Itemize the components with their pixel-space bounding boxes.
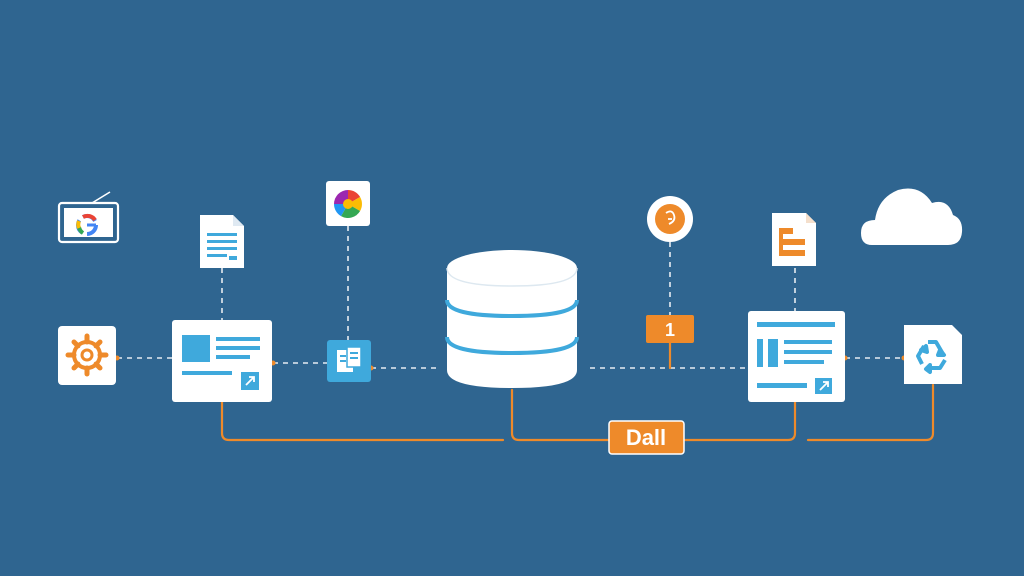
step-number-badge: 1 [646, 315, 694, 343]
gear-icon [58, 326, 116, 385]
step-number-text: 1 [665, 320, 675, 340]
orange-circle-icon [647, 196, 693, 242]
google-monitor-icon [57, 191, 120, 244]
cloud-icon [861, 188, 963, 245]
dashboard-card-icon [172, 320, 272, 402]
database-icon [445, 250, 579, 388]
document-icon [200, 215, 244, 268]
orange-connectors [220, 341, 935, 442]
list-card-icon [748, 311, 845, 402]
file-transfer-icon [327, 340, 371, 382]
label-badge-text: Dall [626, 425, 666, 450]
color-circle-app-icon [326, 181, 370, 226]
orange-document-icon [772, 213, 816, 266]
dashed-connectors [117, 226, 904, 369]
label-badge: Dall [608, 420, 685, 455]
recycle-icon [904, 325, 962, 384]
